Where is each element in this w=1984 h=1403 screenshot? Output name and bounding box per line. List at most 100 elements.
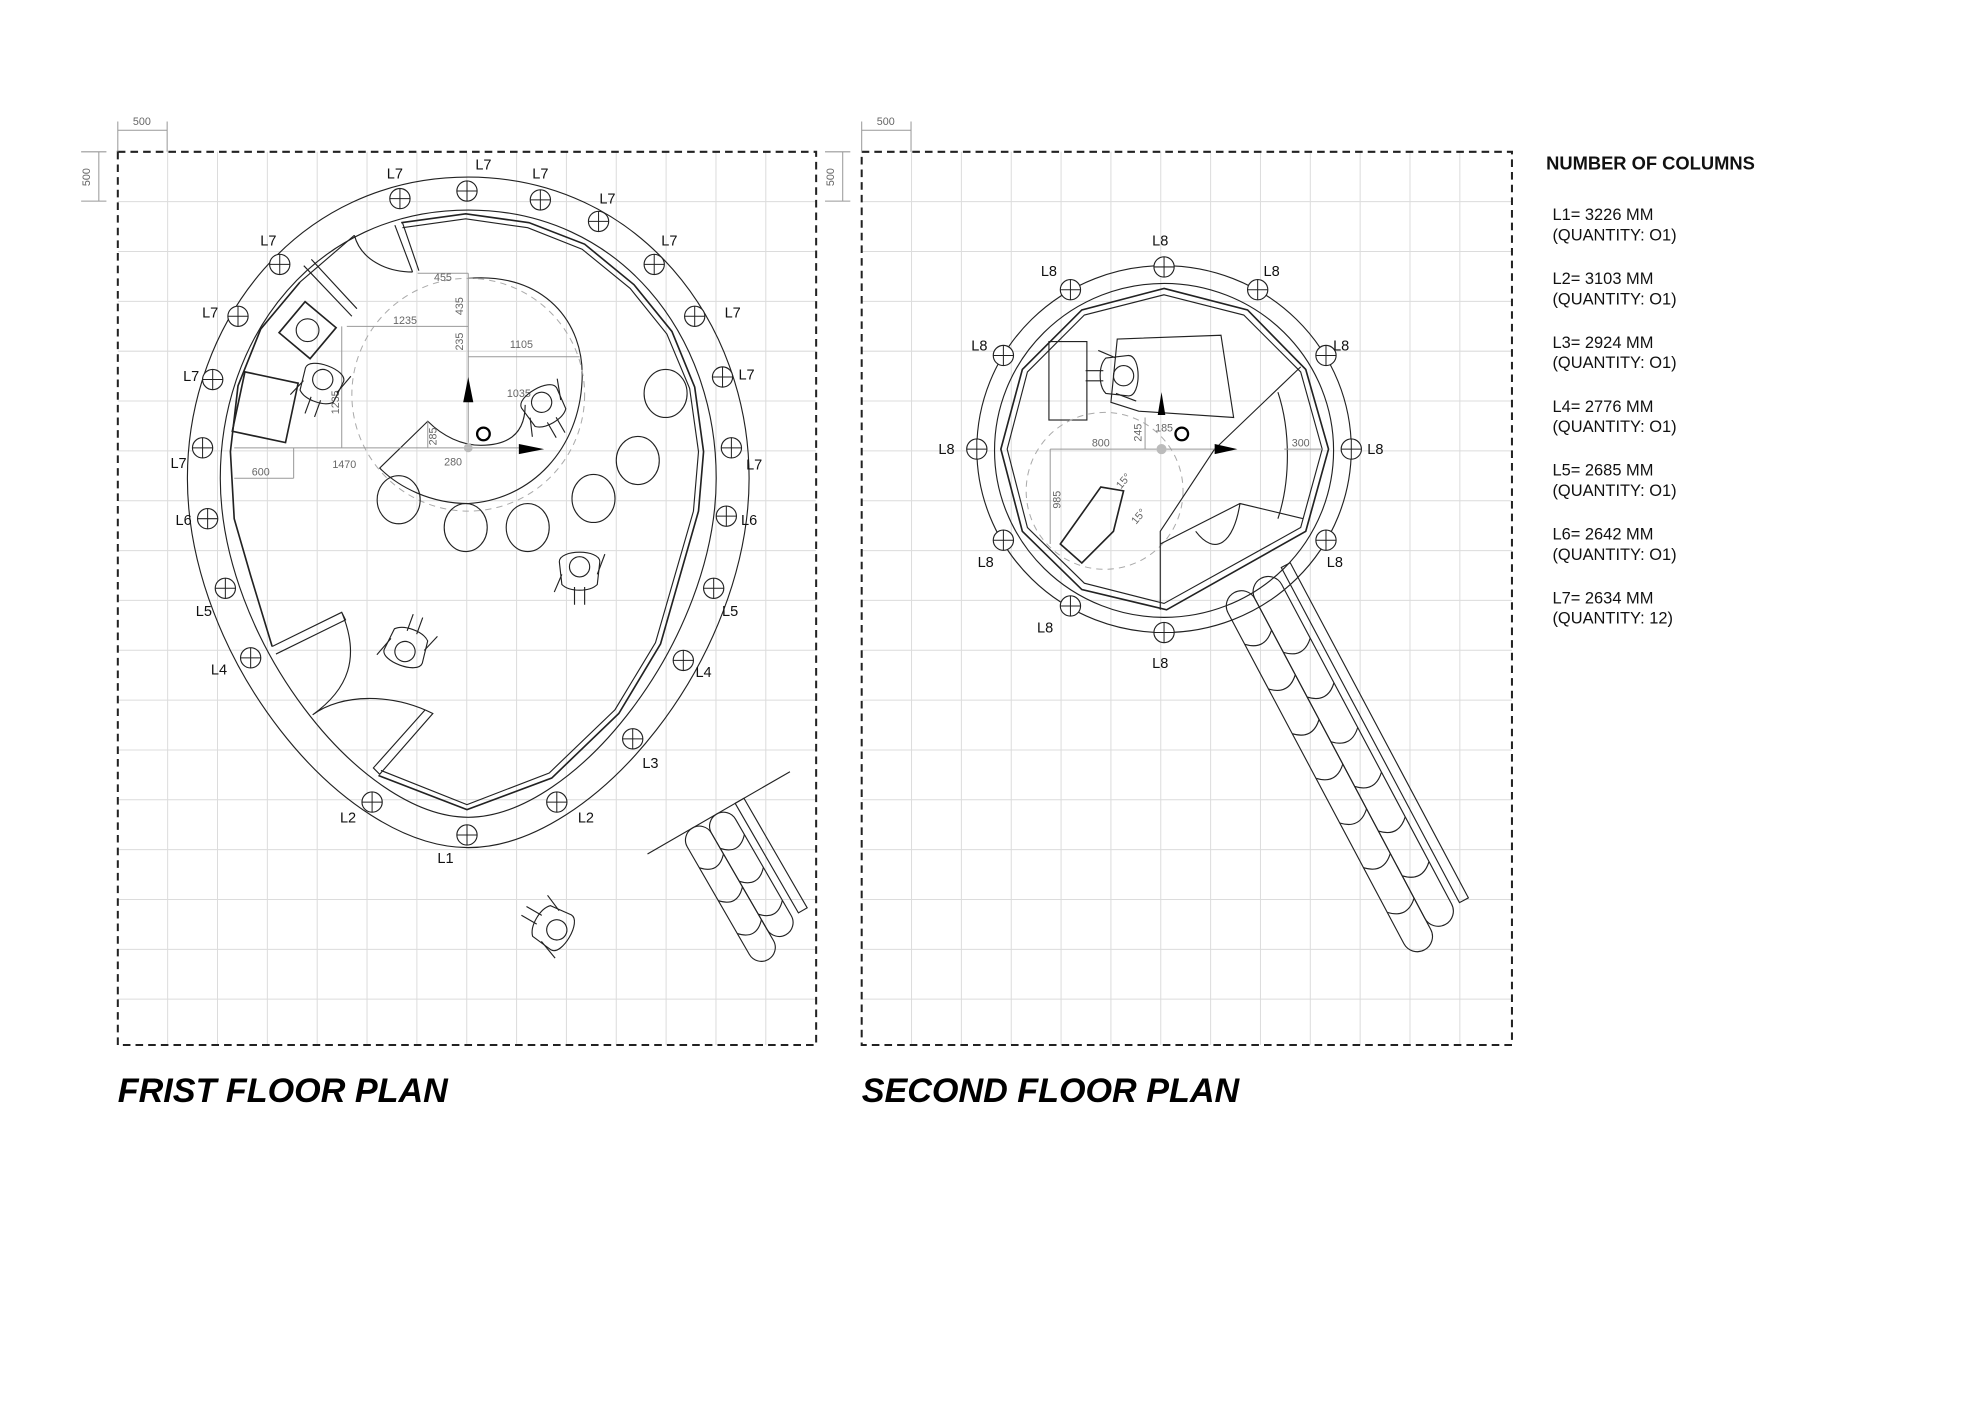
column-marker: [1246, 279, 1269, 301]
person-icon: [289, 362, 352, 418]
column-marker: [1153, 256, 1175, 278]
column-marker: [1059, 279, 1082, 301]
inner-ring: [993, 282, 1335, 618]
column-label: L8: [971, 338, 987, 354]
column-label: L4: [211, 662, 227, 678]
legend-quantity: (QUANTITY: O1): [1552, 354, 1676, 372]
column-marker: [227, 305, 249, 327]
wall-main: [378, 212, 705, 811]
scale-marker-first-floor: 500 500: [81, 116, 168, 202]
column-marker: [1059, 595, 1082, 617]
dimension-label: 1235: [393, 315, 417, 327]
column-label: L7: [725, 306, 741, 322]
outer-ring: [186, 176, 750, 849]
column-marker: [389, 187, 411, 210]
scale-marker-second-floor: 500 500: [825, 116, 912, 202]
column-marker: [966, 438, 988, 460]
column-label: L8: [938, 442, 954, 458]
wall-decagon-inner: [1006, 294, 1323, 605]
dimension-label: 1105: [510, 339, 533, 351]
column-label: L7: [661, 233, 677, 249]
column-marker: [711, 366, 734, 388]
column-label: L7: [475, 158, 491, 174]
legend-quantity: (QUANTITY: O1): [1552, 482, 1676, 500]
column-label: L7: [202, 306, 218, 322]
dimension-label: 245: [1132, 424, 1144, 442]
desk: [1110, 334, 1235, 419]
dimension-label: 235: [454, 333, 466, 351]
column-label: L8: [1041, 264, 1057, 280]
inner-ring: [219, 209, 717, 818]
legend-length: L7= 2634 MM: [1552, 589, 1653, 607]
column-marker: [1340, 438, 1362, 460]
column-label: L8: [1264, 264, 1280, 280]
column-label: L8: [1152, 656, 1168, 672]
column-label: L2: [578, 810, 594, 826]
column-label: L8: [1327, 555, 1343, 571]
spiral-seat: [378, 277, 583, 505]
column-marker: [191, 437, 214, 459]
person-icon: [1085, 349, 1139, 402]
column-label: L5: [722, 604, 738, 620]
dimension-label: 285: [428, 427, 440, 445]
column-label: L8: [1367, 442, 1383, 458]
column-marker: [529, 189, 552, 211]
legend-length: L5= 2685 MM: [1552, 462, 1653, 480]
column-marker: [622, 728, 644, 750]
column-marker: [715, 505, 738, 527]
column-marker: [992, 529, 1015, 551]
legend-length: L3= 2924 MM: [1552, 334, 1653, 352]
origin-marker: [475, 426, 491, 442]
dimension-label: 280: [444, 457, 462, 469]
wall-decagon: [1000, 287, 1330, 611]
wall-main-inner: [380, 218, 700, 806]
staircase-second-floor: [1225, 562, 1470, 953]
grid-second-floor: [861, 151, 1512, 1045]
column-label: L8: [1037, 621, 1053, 637]
dimension-label: 435: [454, 297, 466, 315]
second-floor-title: SECOND FLOOR PLAN: [862, 1072, 1241, 1110]
dimension-label: 300: [1292, 438, 1310, 450]
column-label: L7: [387, 166, 403, 182]
dimension-label: 600: [252, 467, 270, 479]
legend-length: L2= 3103 MM: [1552, 270, 1653, 288]
person-icon: [521, 894, 575, 959]
scale-label-vertical: 500: [825, 168, 837, 186]
column-label: L3: [642, 756, 658, 772]
legend-quantity: (QUANTITY: O1): [1552, 290, 1676, 308]
door-wedge: [1159, 366, 1304, 610]
dimension-label: 985: [1051, 491, 1063, 509]
scale-label-horizontal: 500: [877, 116, 895, 128]
dimension-label: 800: [1092, 438, 1110, 450]
wall-left: [229, 281, 301, 647]
axis-arrows: [463, 377, 545, 455]
origin-point: [463, 443, 473, 453]
column-label: L7: [746, 457, 762, 473]
bed: [1048, 341, 1088, 421]
first-floor-title: FRIST FLOOR PLAN: [118, 1072, 449, 1110]
legend-length: L1= 3226 MM: [1552, 206, 1653, 224]
column-label: L7: [183, 369, 199, 385]
person-icon: [376, 613, 438, 669]
column-marker: [269, 253, 291, 276]
column-label: L7: [170, 456, 186, 472]
column-marker: [456, 824, 478, 846]
toilet-counter: [231, 370, 300, 444]
column-marker: [546, 791, 568, 813]
column-label: L8: [1333, 338, 1349, 354]
column-label: L6: [176, 513, 192, 529]
column-label: L7: [260, 233, 276, 249]
column-marker: [1315, 529, 1337, 551]
dimension-label: 15°: [1114, 471, 1134, 491]
column-marker: [587, 210, 610, 233]
column-label: L8: [1152, 233, 1168, 249]
sink-basin: [295, 318, 320, 343]
scale-label-vertical: 500: [81, 168, 93, 186]
column-label: L7: [599, 192, 615, 208]
door-bottom-left: [271, 611, 434, 776]
door-top: [353, 222, 420, 273]
bathtub: [1059, 486, 1125, 565]
